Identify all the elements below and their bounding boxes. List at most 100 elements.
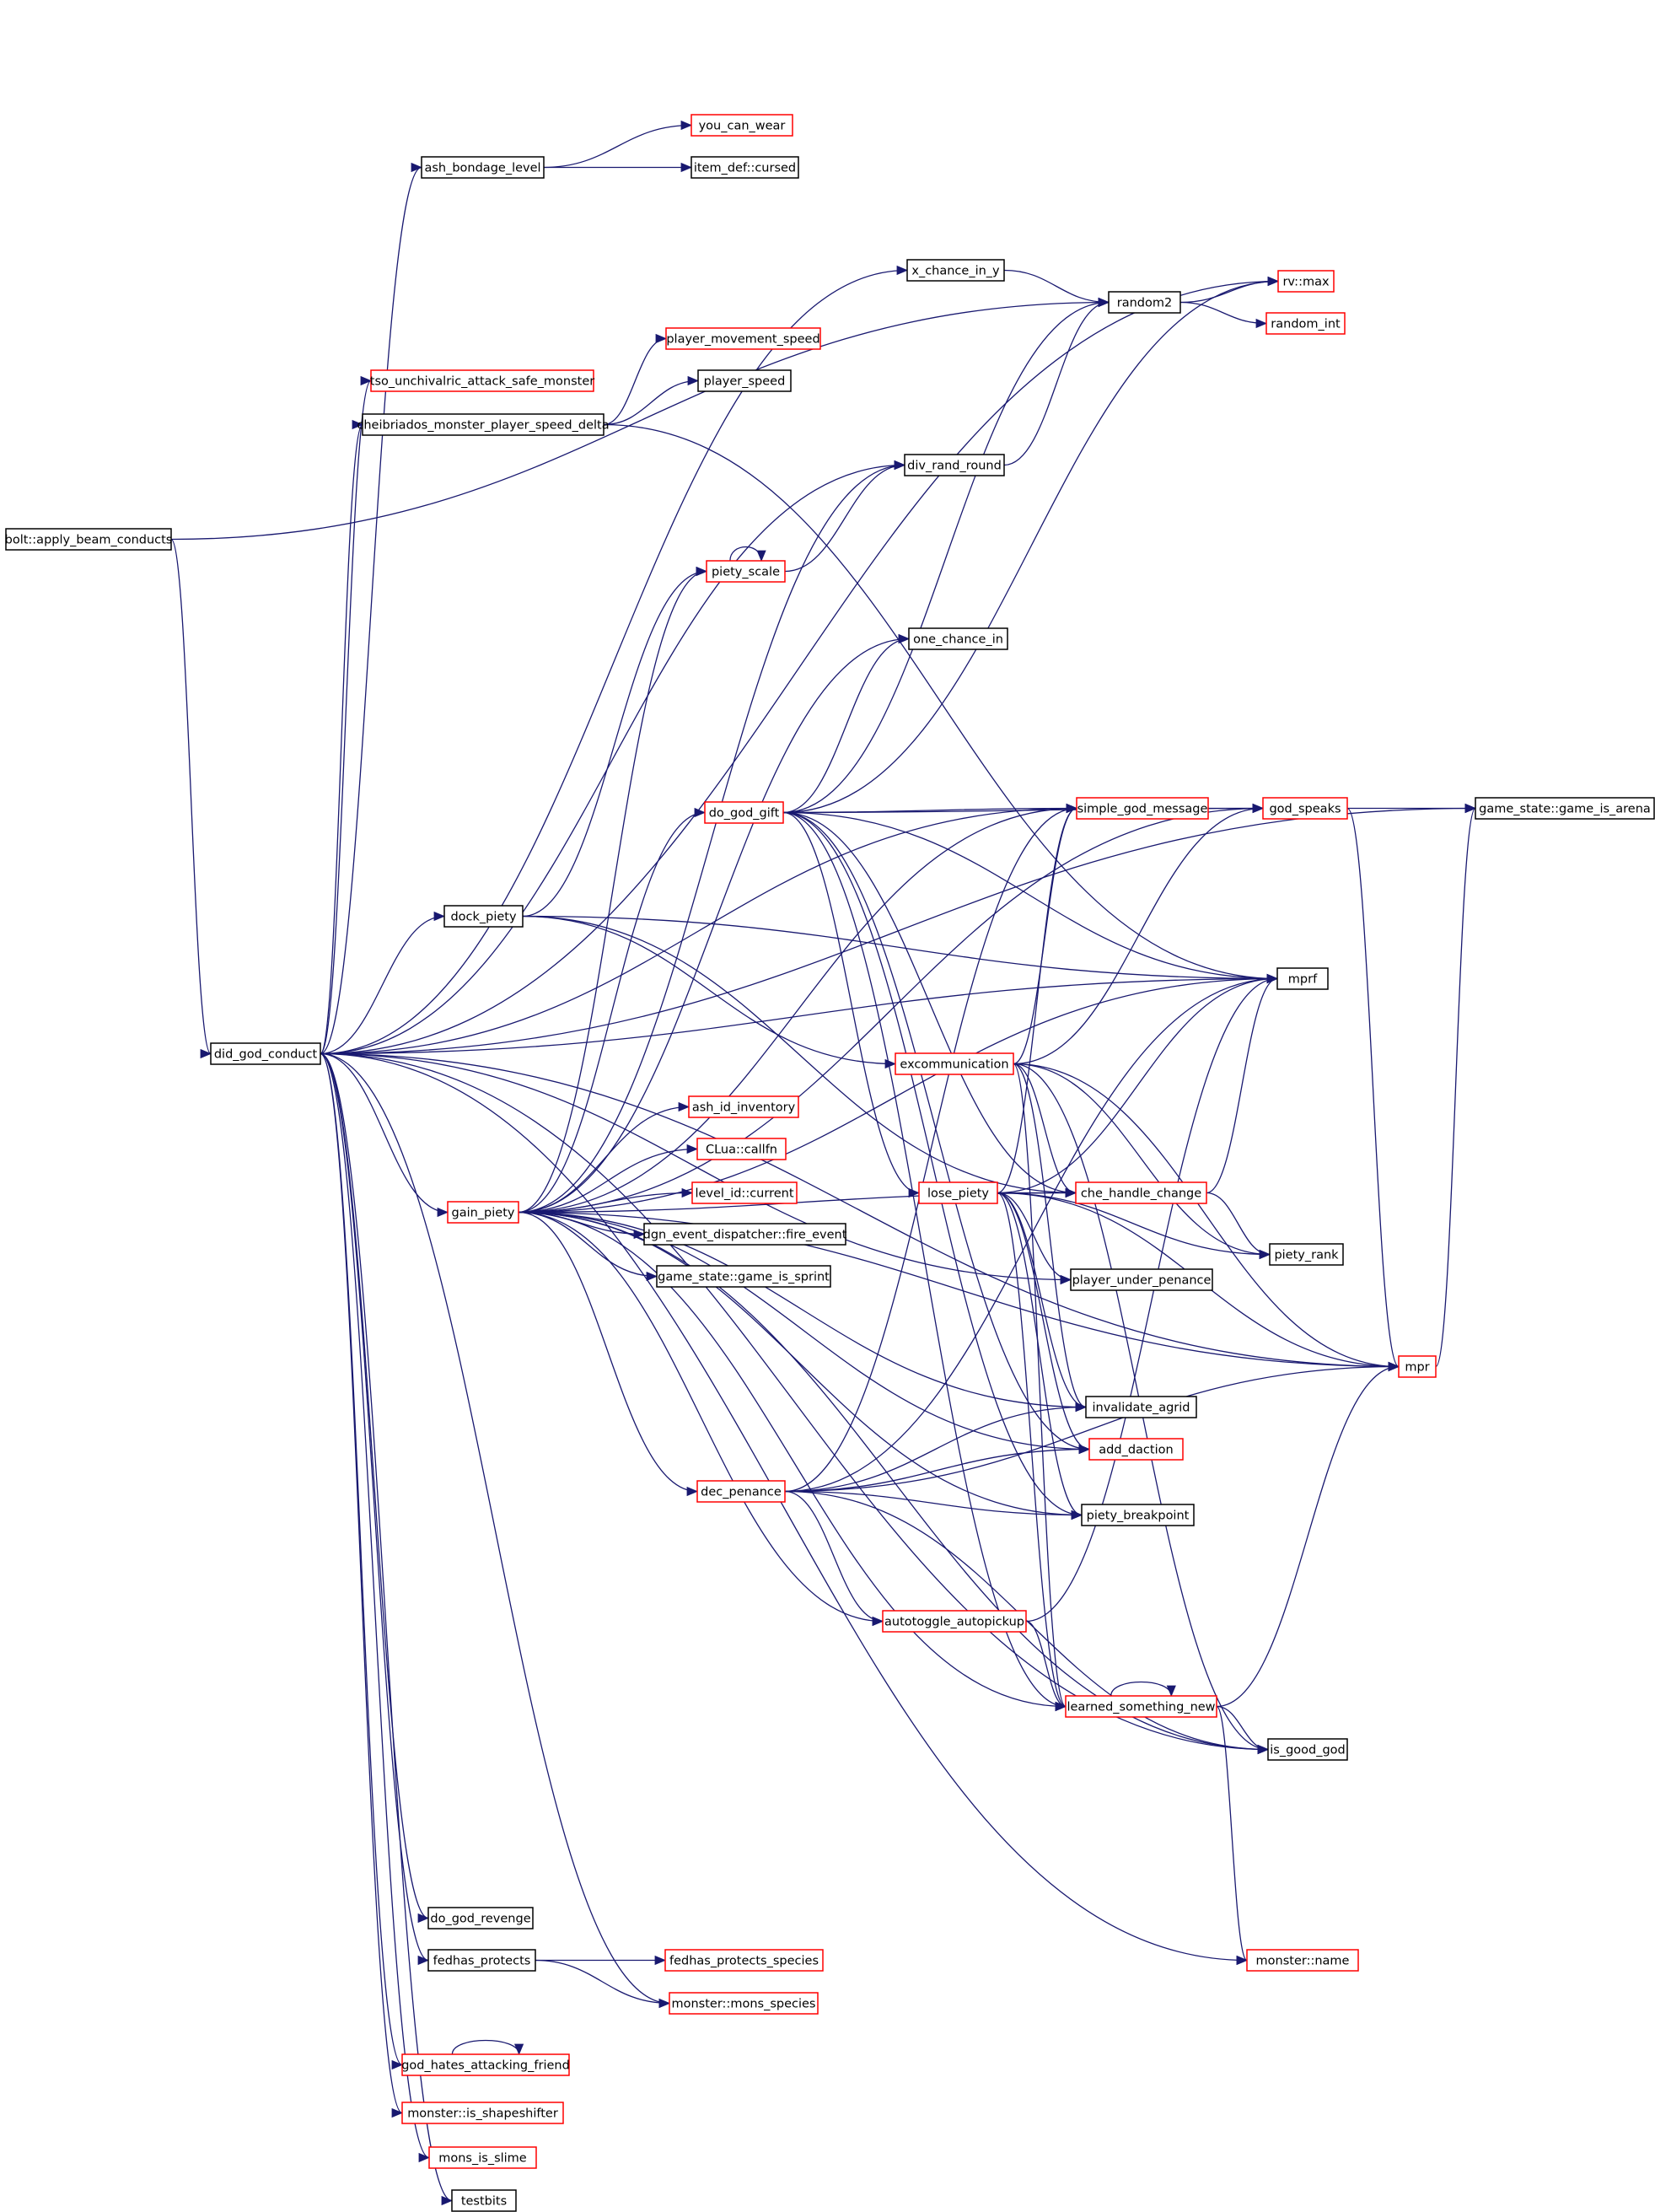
node-tso-unchivalric[interactable]: tso_unchivalric_attack_safe_monster <box>370 369 594 392</box>
node-add-daction[interactable]: add_daction <box>1088 1438 1184 1461</box>
node-box[interactable] <box>1088 1438 1184 1461</box>
node-box[interactable] <box>1265 312 1346 335</box>
node-box[interactable] <box>370 369 594 392</box>
node-dec-penance[interactable]: dec_penance <box>696 1480 786 1503</box>
node-box[interactable] <box>690 156 799 179</box>
node-box[interactable] <box>1475 797 1655 820</box>
node-rv-max[interactable]: rv::max <box>1277 270 1335 293</box>
node-che-handle-change[interactable]: che_handle_change <box>1075 1181 1207 1204</box>
node-box[interactable] <box>1267 1738 1348 1761</box>
node-box[interactable] <box>908 627 1008 650</box>
node-box[interactable] <box>401 2053 570 2076</box>
node-level-id-current[interactable]: level_id::current <box>691 1181 798 1204</box>
node-div-rand-round[interactable]: div_rand_round <box>904 454 1005 476</box>
node-box[interactable] <box>704 801 784 824</box>
node-ash-id-inventory[interactable]: ash_id_inventory <box>688 1095 799 1118</box>
node-box[interactable] <box>210 1042 321 1065</box>
node-box[interactable] <box>696 1138 787 1160</box>
node-mpr[interactable]: mpr <box>1398 1355 1437 1378</box>
node-box[interactable] <box>656 1265 831 1288</box>
node-box[interactable] <box>451 2189 517 2212</box>
node-box[interactable] <box>362 413 605 436</box>
node-box[interactable] <box>428 2146 537 2169</box>
node-game-is-arena[interactable]: game_state::game_is_arena <box>1475 797 1655 820</box>
node-box[interactable] <box>904 454 1005 476</box>
node-random-int[interactable]: random_int <box>1265 312 1346 335</box>
node-box[interactable] <box>1398 1355 1437 1378</box>
node-box[interactable] <box>696 1480 786 1503</box>
node-box[interactable] <box>5 528 172 551</box>
node-autotoggle-autopickup[interactable]: autotoggle_autopickup <box>882 1610 1027 1633</box>
node-lose-piety[interactable]: lose_piety <box>918 1181 998 1204</box>
node-clua-callfn[interactable]: CLua::callfn <box>696 1138 787 1160</box>
node-box[interactable] <box>1076 797 1209 820</box>
node-box[interactable] <box>697 369 792 392</box>
node-simple-god-message[interactable]: simple_god_message <box>1076 797 1209 820</box>
node-mprf[interactable]: mprf <box>1276 967 1329 990</box>
node-box[interactable] <box>1269 1243 1344 1266</box>
node-is-shapeshifter[interactable]: monster::is_shapeshifter <box>401 2102 564 2124</box>
node-testbits[interactable]: testbits <box>451 2189 517 2212</box>
node-box[interactable] <box>427 1907 534 1929</box>
node-game-is-sprint[interactable]: game_state::game_is_sprint <box>656 1265 831 1288</box>
node-fedhas-protects-species[interactable]: fedhas_protects_species <box>664 1949 824 1972</box>
node-box[interactable] <box>665 327 821 350</box>
node-fire-event[interactable]: dgn_event_dispatcher::fire_event <box>643 1223 847 1246</box>
node-cheibriados[interactable]: cheibriados_monster_player_speed_delta <box>357 413 610 436</box>
node-box[interactable] <box>1081 1504 1195 1526</box>
node-box[interactable] <box>664 1949 824 1972</box>
node-random2[interactable]: random2 <box>1108 291 1181 314</box>
node-piety-scale[interactable]: piety_scale <box>706 560 786 583</box>
node-box[interactable] <box>401 2102 564 2124</box>
node-box[interactable] <box>906 259 1005 282</box>
node-player-speed[interactable]: player_speed <box>697 369 792 392</box>
node-box[interactable] <box>1108 291 1181 314</box>
node-box[interactable] <box>882 1610 1027 1633</box>
node-you-can-wear[interactable]: you_can_wear <box>690 114 793 137</box>
node-one-chance-in[interactable]: one_chance_in <box>908 627 1008 650</box>
node-box[interactable] <box>706 560 786 583</box>
node-god-hates-attacking-friend[interactable]: god_hates_attacking_friend <box>401 2053 570 2076</box>
node-box[interactable] <box>1085 1396 1197 1418</box>
node-excommunication[interactable]: excommunication <box>895 1052 1014 1075</box>
node-box[interactable] <box>1277 270 1335 293</box>
node-box[interactable] <box>643 1223 846 1246</box>
node-box[interactable] <box>421 156 545 179</box>
node-is-good-god[interactable]: is_good_god <box>1267 1738 1348 1761</box>
node-god-speaks[interactable]: god_speaks <box>1262 797 1348 820</box>
node-box[interactable] <box>669 1992 819 2015</box>
node-box[interactable] <box>1276 967 1329 990</box>
node-box[interactable] <box>918 1181 998 1204</box>
node-mons-is-slime[interactable]: mons_is_slime <box>428 2146 537 2169</box>
node-piety-rank[interactable]: piety_rank <box>1269 1243 1344 1266</box>
node-box[interactable] <box>443 905 524 928</box>
node-box[interactable] <box>691 1181 798 1204</box>
node-box[interactable] <box>1065 1695 1217 1718</box>
node-box[interactable] <box>1075 1181 1207 1204</box>
node-box[interactable] <box>1070 1268 1213 1291</box>
node-monster-name[interactable]: monster::name <box>1246 1949 1359 1972</box>
node-do-god-gift[interactable]: do_god_gift <box>704 801 784 824</box>
node-fedhas-protects[interactable]: fedhas_protects <box>427 1949 536 1972</box>
node-box[interactable] <box>1262 797 1348 820</box>
node-invalidate-agrid[interactable]: invalidate_agrid <box>1085 1396 1197 1418</box>
node-box[interactable] <box>690 114 793 137</box>
node-player-under-penance[interactable]: player_under_penance <box>1070 1268 1213 1291</box>
node-box[interactable] <box>447 1201 519 1224</box>
node-mons-species[interactable]: monster::mons_species <box>669 1992 819 2015</box>
node-item-def-cursed[interactable]: item_def::cursed <box>690 156 799 179</box>
node-box[interactable] <box>895 1052 1014 1075</box>
node-dock-piety[interactable]: dock_piety <box>443 905 524 928</box>
node-box[interactable] <box>427 1949 536 1972</box>
node-x-chance-in-y[interactable]: x_chance_in_y <box>906 259 1005 282</box>
node-learned-something-new[interactable]: learned_something_new <box>1065 1695 1217 1718</box>
node-box[interactable] <box>1246 1949 1359 1972</box>
node-bolt-apply[interactable]: bolt::apply_beam_conducts <box>5 528 173 551</box>
node-ash-bondage-level[interactable]: ash_bondage_level <box>421 156 545 179</box>
node-player-movement-speed[interactable]: player_movement_speed <box>665 327 821 350</box>
node-piety-breakpoint[interactable]: piety_breakpoint <box>1081 1504 1195 1526</box>
node-do-god-revenge[interactable]: do_god_revenge <box>427 1907 534 1929</box>
node-gain-piety[interactable]: gain_piety <box>447 1201 519 1224</box>
node-did-god-conduct[interactable]: did_god_conduct <box>210 1042 321 1065</box>
node-box[interactable] <box>688 1095 799 1118</box>
